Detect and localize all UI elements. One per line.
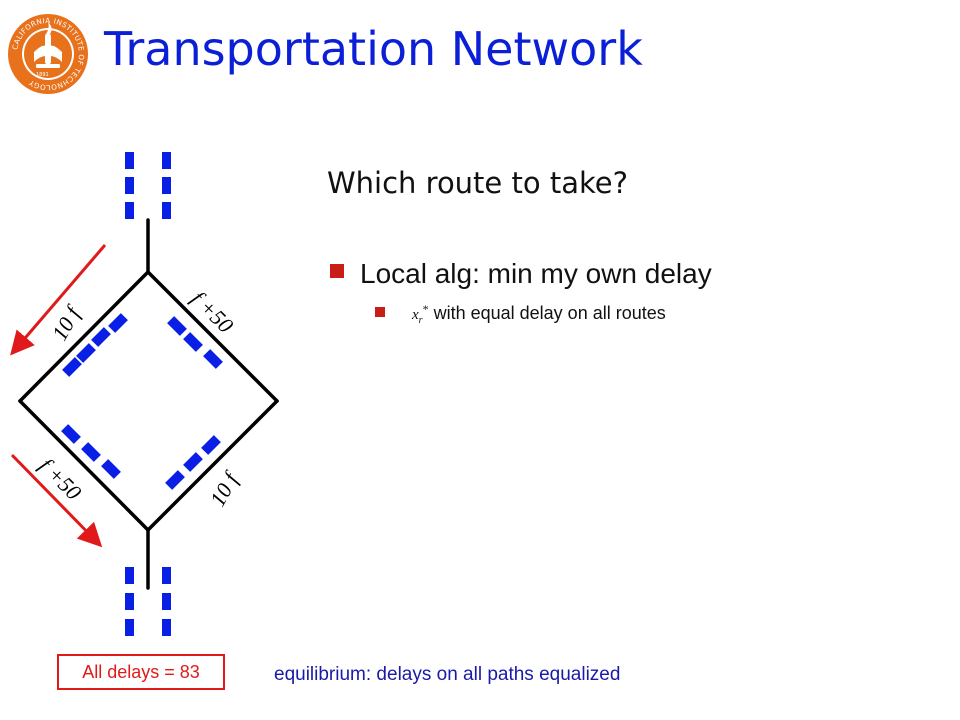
network-diagram: 10 f f +50 f +50 10 f xyxy=(10,152,279,636)
bullet-equal-delay: xr* with equal delay on all routes xyxy=(375,302,666,326)
car xyxy=(125,567,134,584)
car xyxy=(162,202,171,219)
variable-x-r-star: xr* xyxy=(412,302,429,326)
car xyxy=(91,327,111,347)
car xyxy=(203,349,223,369)
car xyxy=(162,177,171,194)
car xyxy=(162,619,171,636)
car xyxy=(125,593,134,610)
edge-label-lower-right: 10 f xyxy=(205,466,245,510)
bullet-marker xyxy=(375,307,385,317)
car xyxy=(125,152,134,169)
bullet-local-alg-text: Local alg: min my own delay xyxy=(360,258,712,289)
road-upper-right xyxy=(146,270,279,403)
flow-arrow-lower-left xyxy=(10,453,103,548)
car xyxy=(162,593,171,610)
edge-label-upper-right: f +50 xyxy=(186,286,238,338)
car xyxy=(101,459,121,479)
car xyxy=(162,152,171,169)
bullet-equal-delay-text: with equal delay on all routes xyxy=(433,303,666,323)
car xyxy=(108,313,128,333)
bullet-marker xyxy=(330,264,344,278)
car xyxy=(81,442,101,462)
car xyxy=(167,316,187,336)
flow-arrow-upper-left xyxy=(10,244,107,356)
caltech-logo: CALIFORNIA INSTITUTE OF TECHNOLOGY 1891 xyxy=(8,14,88,94)
road-lower-left xyxy=(18,399,150,532)
car xyxy=(201,435,221,455)
car xyxy=(165,470,185,490)
slide-title: Transportation Network xyxy=(104,22,643,76)
car xyxy=(62,357,82,377)
road-lower-right xyxy=(146,399,279,532)
road-upper-left xyxy=(18,270,150,403)
car xyxy=(183,452,203,472)
all-delays-box: All delays = 83 xyxy=(57,654,225,690)
car xyxy=(61,424,81,444)
logo-year: 1891 xyxy=(36,72,49,78)
car xyxy=(125,202,134,219)
car xyxy=(76,343,96,363)
car xyxy=(162,567,171,584)
bullet-local-alg: Local alg: min my own delay xyxy=(330,258,712,290)
car xyxy=(125,177,134,194)
equilibrium-note: equilibrium: delays on all paths equaliz… xyxy=(274,664,621,685)
question-text: Which route to take? xyxy=(327,166,628,200)
car xyxy=(183,332,203,352)
car xyxy=(125,619,134,636)
